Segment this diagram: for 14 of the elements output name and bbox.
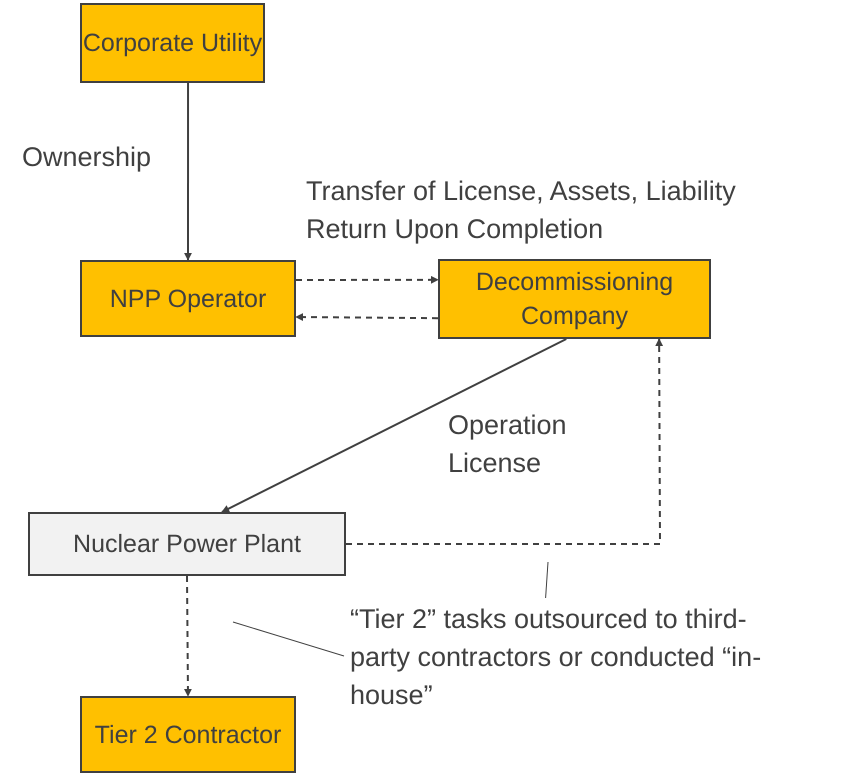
arrow	[296, 276, 439, 284]
entity-box: NPP Operator	[80, 260, 296, 337]
arrow	[346, 338, 664, 545]
entity-box: Decommissioning Company	[438, 259, 711, 339]
entity-box: Corporate Utility	[80, 3, 265, 83]
entity-box: Tier 2 Contractor	[80, 696, 296, 773]
arrow	[295, 313, 438, 322]
arrow	[184, 576, 192, 697]
arrow	[184, 83, 192, 261]
leader-line	[545, 562, 548, 598]
leader-line	[232, 622, 344, 656]
entity-box: Nuclear Power Plant	[28, 512, 346, 576]
callout-note: “Tier 2” tasks outsourced to third-party contractors or conducted “in-house”	[344, 598, 764, 714]
arrow	[221, 338, 567, 513]
